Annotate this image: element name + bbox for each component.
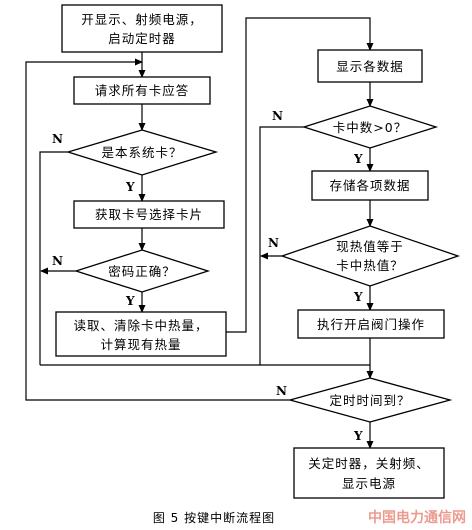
node-store-label: 存储各项数据 [329, 178, 410, 193]
edge-check-no [39, 151, 68, 365]
connectors [25, 17, 374, 449]
node-heat-equal-line-1: 现热值等于 [336, 239, 404, 254]
node-open-valve-label: 执行开启阀门操作 [317, 317, 425, 332]
node-start: 开显示、射频电源， 启动定时器 [61, 4, 223, 53]
node-display-all-label: 显示各数据 [336, 59, 404, 74]
node-card-count-label: 卡中数>0？ [333, 120, 407, 135]
branch-label-no-card-count: N [272, 109, 283, 123]
node-request-label: 请求所有卡应答 [95, 83, 190, 98]
branch-label-no-system-card: N [52, 132, 63, 146]
node-read-clear-line-2: 计算现有热量 [100, 337, 181, 352]
node-display-all: 显示各数据 [317, 49, 423, 83]
edge-count-no [259, 126, 304, 365]
branch-label-yes-heat-equal: Y [353, 290, 363, 304]
node-request: 请求所有卡应答 [73, 76, 211, 105]
branch-label-yes-timer: Y [353, 429, 363, 443]
edge-read-display [226, 17, 374, 333]
node-heat-equal-line-2: 卡中热值？ [336, 258, 404, 273]
node-get-card-label: 获取卡号选择卡片 [95, 207, 203, 222]
branch-label-no-heat-equal: N [268, 236, 279, 250]
node-shutdown-line-2: 显示电源 [342, 476, 396, 491]
figure-caption: 图 5 按键中断流程图 [153, 510, 275, 525]
branch-label-yes-card-count: Y [353, 152, 363, 166]
watermark-text: 中国电力通信网 [368, 509, 466, 526]
edge-timer-loop-back [25, 58, 290, 401]
node-is-system-card: 是本系统卡？ [65, 129, 219, 176]
node-heat-equal: 现热值等于 卡中热值？ [279, 225, 461, 287]
node-is-system-card-label: 是本系统卡？ [101, 145, 182, 160]
node-read-clear: 读取、清除卡中热量， 计算现有热量 [55, 311, 227, 357]
node-timer-up-label: 定时时间到？ [329, 393, 410, 408]
branch-label-no-password: N [52, 254, 63, 268]
node-store: 存储各项数据 [311, 170, 429, 201]
node-shutdown: 关定时器，关射频、 显示电源 [293, 447, 445, 499]
node-start-line-2: 启动定时器 [108, 31, 176, 46]
node-card-count: 卡中数>0？ [301, 105, 439, 149]
node-get-card: 获取卡号选择卡片 [73, 200, 225, 229]
branch-labels: N Y N Y N Y N Y N Y [52, 109, 363, 443]
node-password-ok: 密码正确？ [73, 249, 211, 293]
node-password-ok-label: 密码正确？ [108, 264, 176, 279]
branch-label-yes-system-card: Y [125, 180, 135, 194]
node-read-clear-line-1: 读取、清除卡中热量， [73, 318, 208, 333]
node-timer-up: 定时时间到？ [287, 377, 453, 423]
node-open-valve: 执行开启阀门操作 [297, 309, 445, 339]
node-start-line-1: 开显示、射频电源， [81, 12, 203, 27]
branch-label-no-timer: N [276, 384, 287, 398]
branch-label-yes-password: Y [125, 294, 135, 308]
node-shutdown-line-1: 关定时器，关射频、 [308, 456, 430, 471]
